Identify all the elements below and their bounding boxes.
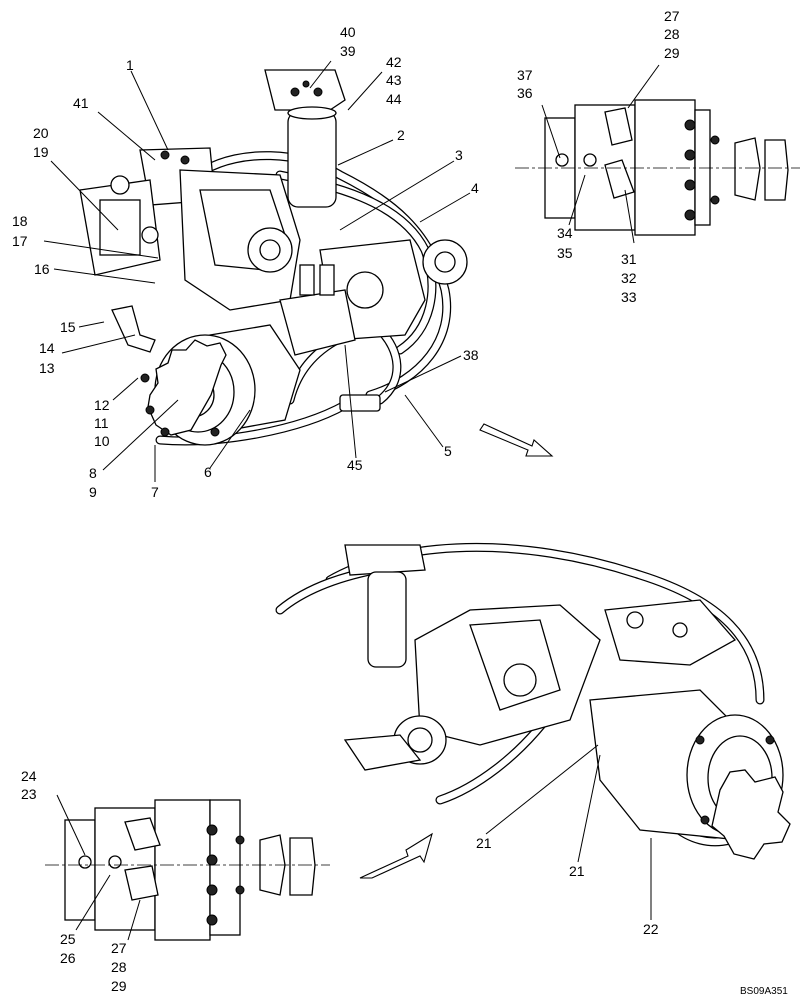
callout-12: 12 [94, 397, 110, 413]
callout-labels: 1 41 20 19 18 17 16 15 14 13 12 11 10 8 … [12, 8, 788, 997]
callout-26: 26 [60, 950, 76, 966]
callout-41: 41 [73, 95, 89, 111]
direction-arrow-icon [359, 832, 433, 879]
callout-10: 10 [94, 433, 110, 449]
callout-37: 37 [517, 67, 533, 83]
callout-8: 8 [89, 465, 97, 481]
callout-28: 28 [664, 26, 680, 42]
callout-20: 20 [33, 125, 49, 141]
callout-32: 32 [621, 270, 637, 286]
callout-39: 39 [340, 43, 356, 59]
callout-1: 1 [126, 57, 134, 73]
callout-4: 4 [471, 180, 479, 196]
callout-40: 40 [340, 24, 356, 40]
callout-42: 42 [386, 54, 402, 70]
callout-27: 27 [111, 940, 127, 956]
motor-side-view-bottom [45, 799, 330, 941]
callout-45: 45 [347, 457, 363, 473]
callout-22: 22 [643, 921, 659, 937]
callout-23: 23 [21, 786, 37, 802]
direction-arrow-icon [479, 423, 554, 457]
assembly-iso-view [275, 542, 791, 860]
callout-5: 5 [444, 443, 452, 459]
motor-side-view-top [515, 99, 800, 236]
leader-lines [43, 60, 660, 941]
callout-27: 27 [664, 8, 680, 24]
callout-11: 11 [94, 415, 109, 431]
callout-21: 21 [476, 835, 492, 851]
callout-29: 29 [664, 45, 680, 61]
callout-19: 19 [33, 144, 49, 160]
callout-2: 2 [397, 127, 405, 143]
callout-34: 34 [557, 225, 573, 241]
callout-17: 17 [12, 233, 28, 249]
callout-24: 24 [21, 768, 37, 784]
figure-code: BS09A351 [740, 986, 788, 997]
callout-44: 44 [386, 91, 402, 107]
callout-25: 25 [60, 931, 76, 947]
callout-28: 28 [111, 959, 127, 975]
callout-7: 7 [151, 484, 159, 500]
callout-43: 43 [386, 72, 402, 88]
callout-3: 3 [455, 147, 463, 163]
callout-21: 21 [569, 863, 585, 879]
callout-33: 33 [621, 289, 637, 305]
callout-13: 13 [39, 360, 55, 376]
callout-31: 31 [621, 251, 637, 267]
callout-18: 18 [12, 213, 28, 229]
callout-6: 6 [204, 464, 212, 480]
callout-14: 14 [39, 340, 55, 356]
callout-29: 29 [111, 978, 127, 994]
callout-15: 15 [60, 319, 76, 335]
main-pump-assembly [79, 69, 468, 446]
callout-38: 38 [463, 347, 479, 363]
callout-36: 36 [517, 85, 533, 101]
callout-9: 9 [89, 484, 97, 500]
callout-35: 35 [557, 245, 573, 261]
callout-16: 16 [34, 261, 50, 277]
